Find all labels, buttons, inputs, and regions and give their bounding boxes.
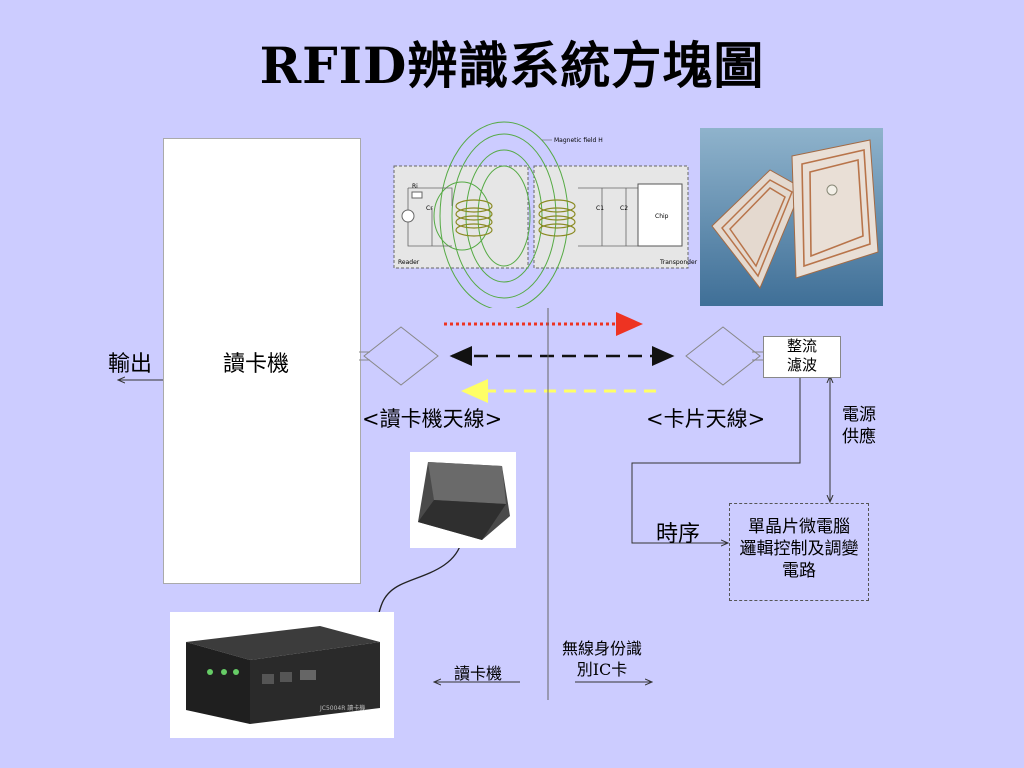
card-antenna-symbol (685, 326, 763, 386)
bottom-card-label: 無線身份識 別IC卡 (552, 638, 652, 680)
rectifier-label-2: 濾波 (786, 356, 817, 374)
reader-panel (393, 165, 529, 269)
timing-label: 時序 (656, 522, 701, 547)
reader-device-photo: JC5004R 讀卡機 (170, 612, 394, 738)
transponder-caption: Transponder (659, 259, 698, 266)
c2-label: C2 (620, 205, 628, 212)
reader-block (163, 138, 361, 584)
power-label-1: 電源 (842, 405, 876, 425)
reader-antenna-photo (410, 452, 516, 548)
reader-caption: Reader (398, 259, 420, 266)
resistor-symbol (411, 191, 423, 199)
c1-label: C1 (596, 205, 604, 212)
output-label: 輸出 (108, 352, 153, 377)
power-supply-label: 電源 供應 (842, 404, 876, 448)
magnetic-field-label: Magnetic field H (554, 137, 603, 144)
mcu-label-1: 單晶片微電腦 (748, 517, 850, 537)
mcu-block: 單晶片微電腦 邏輯控制及調變 電路 (729, 503, 869, 601)
power-label-2: 供應 (842, 427, 876, 447)
mcu-label-3: 電路 (782, 561, 816, 581)
page-title: RFID辨識系統方塊圖 (259, 36, 765, 95)
rfid-inlay-right (791, 139, 879, 279)
chip-box (637, 183, 683, 247)
rfid-card-photo (700, 128, 883, 306)
antenna-cable (374, 539, 463, 631)
source-symbol (401, 209, 415, 223)
bottom-reader-label: 讀卡機 (454, 664, 503, 683)
rectifier-label-1: 整流 (786, 337, 817, 355)
bottom-card-label-2: 別IC卡 (576, 660, 628, 679)
reader-label: 讀卡機 (223, 352, 290, 377)
cr-label: Cr (426, 205, 433, 212)
inductive-coupling-diagram: Chip Ri Cr C1 C2 Reader Transponder Magn… (392, 118, 702, 308)
r-label: Ri (412, 183, 418, 190)
timing-line (631, 371, 801, 543)
rfid-inlay-left (711, 169, 803, 289)
rectifier-filter-box: 整流 濾波 (763, 336, 841, 378)
card-antenna-label: <卡片天線> (646, 407, 766, 431)
chip-label: Chip (655, 213, 669, 220)
bottom-card-label-1: 無線身份識 (561, 639, 642, 658)
reader-antenna-symbol (359, 326, 439, 386)
mcu-label-2: 邏輯控制及調變 (739, 539, 859, 559)
reader-antenna-label: <讀卡機天線> (362, 407, 503, 431)
device-front-label: JC5004R 讀卡機 (319, 704, 365, 712)
